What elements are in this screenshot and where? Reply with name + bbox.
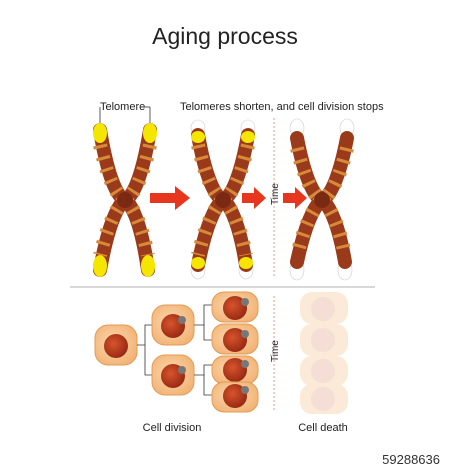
telomere-cap bbox=[241, 131, 255, 143]
chromosome-shortened-telomeres bbox=[190, 119, 256, 280]
footer-bar bbox=[0, 448, 450, 468]
cell-division-diagram bbox=[94, 291, 259, 413]
telomere-cap bbox=[191, 257, 205, 269]
arrow-right-1 bbox=[150, 186, 190, 210]
chromosome-long-telomeres bbox=[93, 123, 157, 277]
time-label-bottom: Time bbox=[270, 340, 281, 362]
chromosome-no-telomeres bbox=[289, 118, 355, 281]
telomere-cap bbox=[93, 123, 107, 143]
shorten-label: Telomeres shorten, and cell division sto… bbox=[180, 101, 384, 113]
telomere-cap bbox=[141, 255, 155, 277]
cell bbox=[151, 304, 195, 346]
telomere-cap bbox=[191, 131, 205, 143]
cell bbox=[94, 324, 138, 366]
cell bbox=[211, 291, 259, 323]
telomere-cap bbox=[143, 123, 157, 143]
diagram-title: Aging process bbox=[152, 23, 298, 49]
cell bbox=[211, 323, 259, 355]
arrow-right-3 bbox=[283, 187, 307, 209]
time-label-top: Time bbox=[270, 183, 281, 205]
cell-death-diagram bbox=[300, 292, 348, 414]
cell bbox=[211, 381, 259, 413]
cell-division-label: Cell division bbox=[143, 422, 202, 434]
telomere-label: Telomere bbox=[100, 101, 145, 113]
cell-death-label: Cell death bbox=[298, 422, 348, 434]
telomere-cap bbox=[239, 257, 253, 269]
cell bbox=[151, 354, 195, 396]
arrow-right-2 bbox=[242, 187, 266, 209]
watermark-id: 59288636 bbox=[382, 452, 440, 467]
telomere-cap bbox=[93, 255, 107, 277]
cell bbox=[211, 355, 259, 385]
